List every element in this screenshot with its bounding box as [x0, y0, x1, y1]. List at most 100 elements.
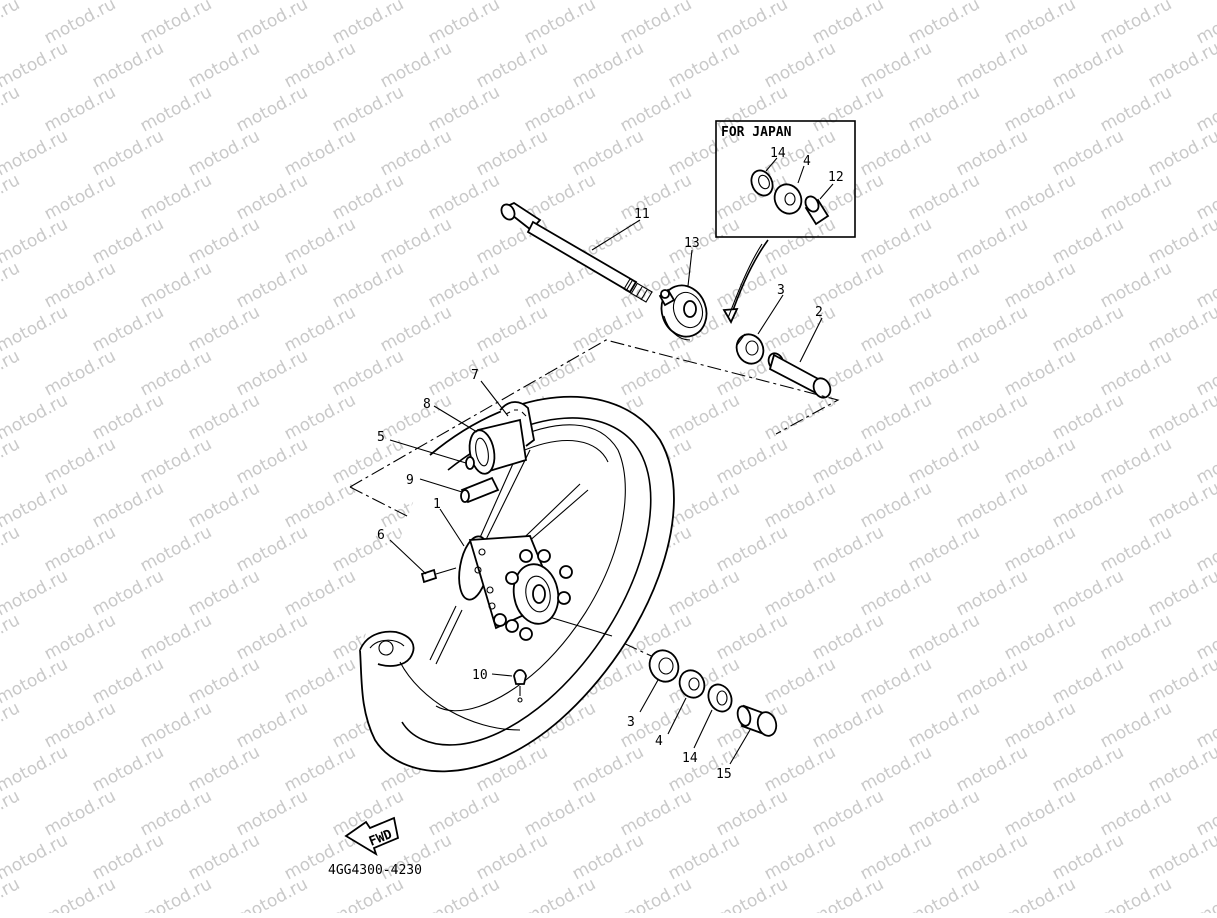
watermark-text: motod.ru — [41, 82, 119, 136]
watermark-text: motod.ru — [665, 566, 743, 620]
watermark-text: motod.ru — [713, 874, 791, 913]
callout-15: 15 — [716, 767, 732, 782]
watermark-text: motod.ru — [617, 170, 695, 224]
callout-10: 10 — [472, 668, 488, 683]
watermark-text: motod.ru — [281, 302, 359, 356]
watermark-text: motod.ru — [137, 0, 215, 48]
watermark-text: motod.ru — [857, 126, 935, 180]
watermark-text: motod.ru — [905, 786, 983, 840]
watermark-text: motod.ru — [617, 0, 695, 48]
watermark-text: motod.ru — [1145, 390, 1217, 444]
watermark-text: motod.ru — [0, 170, 23, 224]
watermark-text: motod.ru — [1049, 654, 1127, 708]
watermark-text: motod.ru — [281, 654, 359, 708]
watermark-text: motod.ru — [569, 742, 647, 796]
watermark-text: motod.ru — [905, 434, 983, 488]
watermark-text: motod.ru — [521, 786, 599, 840]
watermark-text: motod.ru — [233, 522, 311, 576]
watermark-text: motod.ru — [1049, 302, 1127, 356]
watermark-text: motod.ru — [665, 478, 743, 532]
watermark-text: motod.ru — [233, 258, 311, 312]
watermark-text: motod.ru — [473, 830, 551, 884]
watermark-text: motod.ru — [233, 0, 311, 48]
watermark-text: motod.ru — [137, 170, 215, 224]
watermark-text: motod.ru — [569, 830, 647, 884]
watermark-text: motod.ru — [233, 786, 311, 840]
watermark-text: motod.ru — [473, 126, 551, 180]
watermark-text: motod.ru — [665, 390, 743, 444]
callout-2: 2 — [815, 305, 823, 320]
watermark-text: motod.ru — [1097, 874, 1175, 913]
meter-gear-unit — [658, 284, 708, 341]
watermark-text: motod.ru — [185, 302, 263, 356]
watermark-text: motod.ru — [0, 874, 23, 913]
watermark-text: motod.ru — [41, 786, 119, 840]
watermark-text: motod.ru — [1001, 874, 1079, 913]
inset-spacer — [804, 195, 830, 226]
watermark-text: motod.ru — [905, 170, 983, 224]
watermark-text: motod.ru — [0, 434, 23, 488]
watermark-text: motod.ru — [185, 126, 263, 180]
watermark-text: motod.ru — [185, 390, 263, 444]
watermark-text: motod.ru — [425, 0, 503, 48]
watermark-text: motod.ru — [1145, 830, 1217, 884]
watermark-text: motod.ru — [0, 698, 23, 752]
watermark-text: motod.ru — [1145, 214, 1217, 268]
watermark-text: motod.ru — [329, 170, 407, 224]
watermark-text: motod.ru — [41, 434, 119, 488]
watermark-text: motod.ru — [329, 346, 407, 400]
watermark-text: motod.ru — [41, 522, 119, 576]
watermark-text: motod.ru — [713, 522, 791, 576]
watermark-text: motod.ru — [425, 258, 503, 312]
watermark-text: motod.ru — [1097, 698, 1175, 752]
tire-tube — [468, 418, 528, 475]
watermark-text: motod.ru — [329, 258, 407, 312]
watermark-text: motod.ru — [1049, 390, 1127, 444]
callout-14-lower: 14 — [682, 751, 698, 766]
front-wheel-axle — [500, 201, 653, 303]
watermark-text: motod.ru — [1001, 698, 1079, 752]
watermark-text: motod.ru — [857, 302, 935, 356]
tube-valve — [465, 456, 475, 470]
watermark-text: motod.ru — [905, 698, 983, 752]
inset-oil-seal — [750, 169, 774, 197]
watermark-text: motod.ru — [761, 38, 839, 92]
watermark-text: motod.ru — [1049, 566, 1127, 620]
watermark-text: motod.ru — [617, 786, 695, 840]
watermark-text: motod.ru — [665, 214, 743, 268]
watermark-text: motod.ru — [569, 302, 647, 356]
wheel-hub — [458, 535, 573, 641]
watermark-text: motod.ru — [617, 346, 695, 400]
callout-4-inset: 4 — [803, 154, 811, 169]
watermark-text: motod.ru — [377, 214, 455, 268]
watermark-text: motod.ru — [713, 0, 791, 48]
watermark-text: motod.ru — [329, 874, 407, 913]
oil-seal — [707, 683, 733, 713]
japan-inset: FOR JAPAN 14 4 12 — [715, 120, 856, 238]
watermark-text: motod.ru — [281, 566, 359, 620]
watermark-text: motod.ru — [953, 126, 1031, 180]
watermark-text: motod.ru — [953, 302, 1031, 356]
watermark-text: motod.ru — [377, 390, 455, 444]
watermark-text: motod.ru — [857, 654, 935, 708]
watermark-text: motod.ru — [233, 82, 311, 136]
watermark-text: motod.ru — [89, 830, 167, 884]
drawing-number: 4GG4300-4230 — [328, 863, 422, 878]
watermark-text: motod.ru — [89, 38, 167, 92]
watermark-text: motod.ru — [857, 214, 935, 268]
inset-collar — [773, 183, 803, 215]
watermark-text: motod.ru — [89, 742, 167, 796]
watermark-text: motod.ru — [1097, 82, 1175, 136]
callout-13: 13 — [684, 236, 700, 251]
watermark-text: motod.ru — [233, 346, 311, 400]
watermark-text: motod.ru — [233, 170, 311, 224]
callout-1: 1 — [433, 497, 441, 512]
watermark-text: motod.ru — [1145, 566, 1217, 620]
watermark-text: motod.ru — [1145, 478, 1217, 532]
watermark-text: motod.ru — [521, 346, 599, 400]
collar-spacer — [736, 704, 778, 737]
watermark-text: motod.ru — [41, 698, 119, 752]
watermark-text: motod.ru — [137, 346, 215, 400]
